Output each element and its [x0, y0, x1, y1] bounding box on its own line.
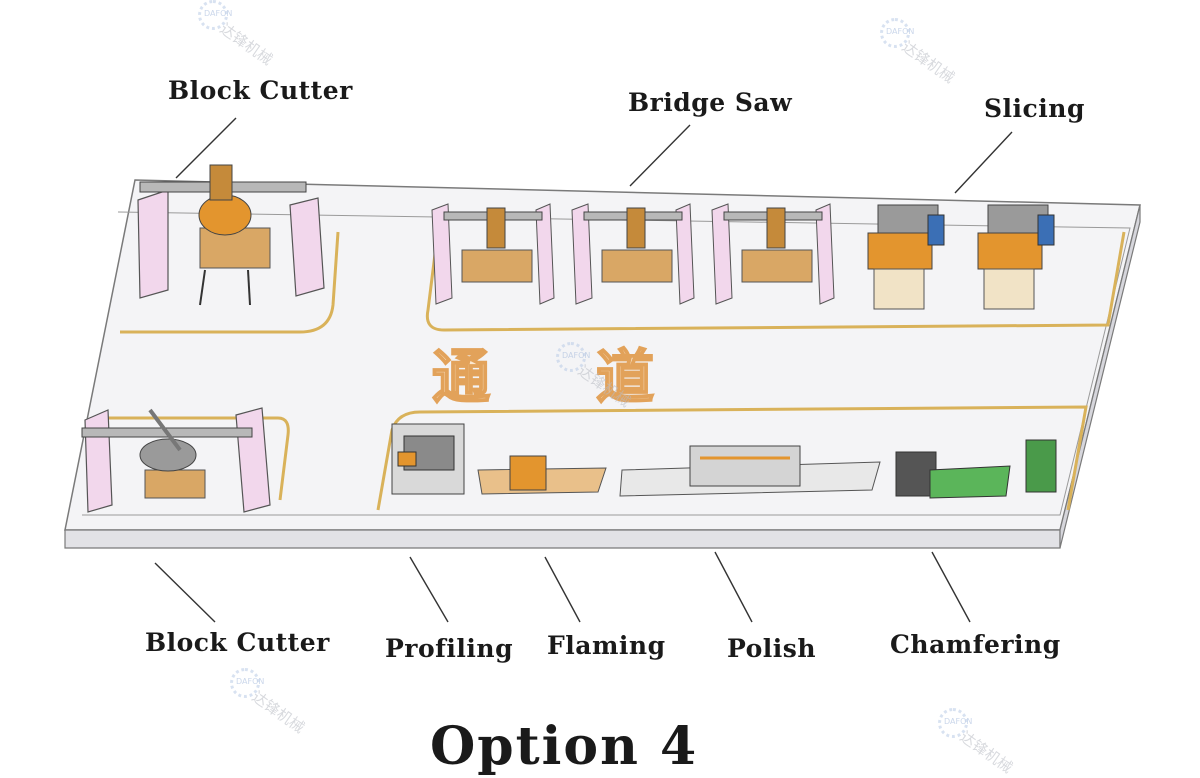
aisle-char-2: 道 [595, 342, 655, 412]
label-profiling: Profiling [385, 634, 514, 663]
watermark-gear-icon: DAFON [556, 342, 590, 372]
watermark-text: 达锋机械 [956, 727, 1017, 777]
label-chamfering: Chamfering [890, 630, 1061, 659]
watermark-logo: DAFON 达锋机械 [230, 668, 350, 738]
watermark-gear-icon: DAFON [880, 18, 914, 48]
slicing-machines [867, 204, 1055, 310]
label-polish: Polish [727, 634, 817, 663]
watermark-logo: DAFON 达锋机械 [198, 0, 318, 70]
profiling-machine [391, 423, 465, 495]
label-bridge-saw: Bridge Saw [628, 88, 793, 117]
label-block-cutter-top: Block Cutter [168, 76, 353, 105]
watermark-logo: DAFON 达锋机械 [880, 18, 1000, 88]
watermark-gear-icon: DAFON [938, 708, 972, 738]
leader-lines [154, 117, 1013, 623]
flaming-machine [477, 455, 607, 495]
label-block-cutter-bottom: Block Cutter [145, 628, 330, 657]
label-flaming: Flaming [547, 631, 666, 660]
page-title: Option 4 [430, 716, 699, 777]
watermark-gear-icon: DAFON [198, 0, 232, 30]
watermark-text: 达锋机械 [898, 37, 959, 87]
aisle-char-1: 通 [431, 342, 491, 412]
watermark-logo: DAFON 达锋机械 [556, 342, 676, 412]
bridge-saw-machines [431, 203, 835, 305]
watermark-text: 达锋机械 [248, 687, 309, 737]
watermark-logo: DAFON 达锋机械 [938, 708, 1058, 778]
watermark-gear-icon: DAFON [230, 668, 264, 698]
label-slicing: Slicing [984, 94, 1085, 123]
watermark-text: 达锋机械 [216, 19, 277, 69]
block-cutter-top-machine [137, 164, 325, 306]
watermark-text: 达锋机械 [574, 361, 635, 411]
chamfering-machine [895, 439, 1057, 499]
block-cutter-bottom-machine [81, 407, 271, 513]
polish-machine [619, 445, 881, 497]
